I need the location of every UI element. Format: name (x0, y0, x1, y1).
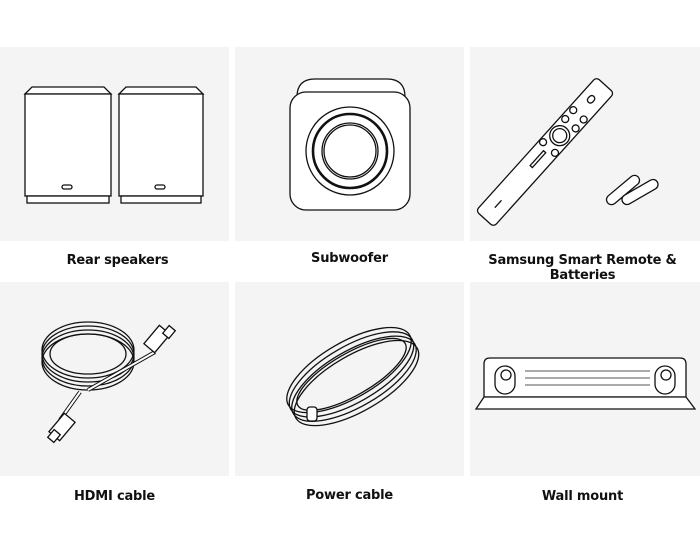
tile-hdmi (0, 282, 229, 476)
tile-subwoofer (235, 47, 464, 241)
item-label: HDMI cable (73, 489, 156, 504)
wall-mount-icon (474, 357, 697, 410)
hdmi-cable-icon (41, 321, 177, 444)
subwoofer-icon (289, 78, 411, 211)
tile-rear-speakers (0, 47, 229, 241)
rear-speakers-icon (23, 86, 205, 204)
tile-wall-mount (470, 282, 700, 476)
item-label: Power cable (305, 488, 394, 503)
item-label: Wall mount (541, 489, 624, 504)
power-cable-icon (286, 326, 420, 427)
tile-power (235, 282, 464, 476)
item-label: Subwoofer (311, 251, 388, 266)
tile-remote (470, 47, 700, 241)
item-label: Samsung Smart Remote & Batteries (488, 253, 677, 283)
remote-batteries-icon (476, 78, 659, 226)
item-label: Rear speakers (66, 253, 169, 268)
